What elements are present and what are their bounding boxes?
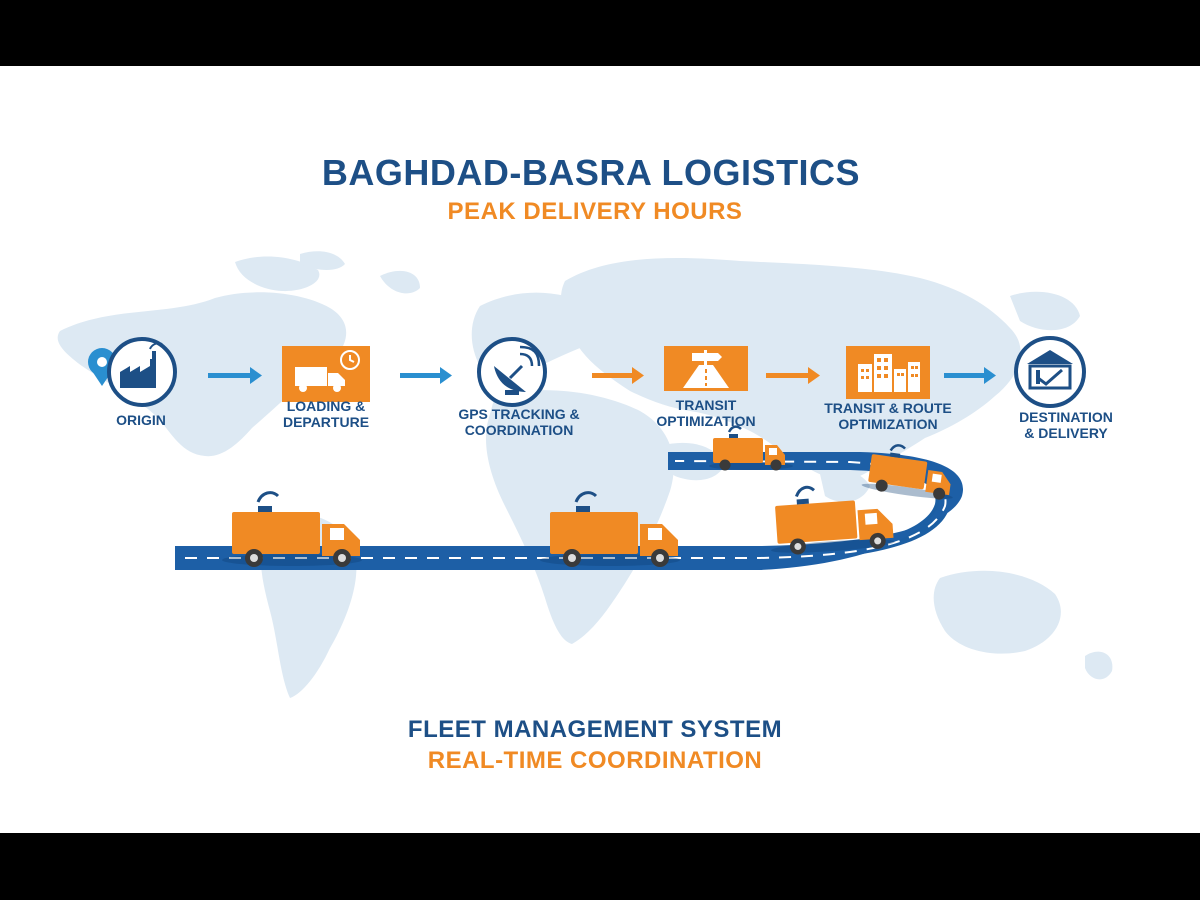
diagram-graphics	[57, 251, 1113, 698]
factory-pin-icon	[88, 337, 177, 407]
infographic-canvas: BAGHDAD-BASRA LOGISTICS PEAK DELIVERY HO…	[0, 66, 1200, 833]
step-label-loading: LOADING &DEPARTURE	[282, 398, 370, 430]
truck-clock-icon	[282, 346, 370, 402]
step-label-origin: ORIGIN	[116, 412, 166, 428]
step-arrows	[208, 367, 996, 384]
arrow-4	[766, 367, 820, 384]
page-title: BAGHDAD-BASRA LOGISTICS	[321, 152, 861, 193]
truck-4	[861, 444, 953, 500]
footer-subtitle: REAL-TIME COORDINATION	[427, 747, 763, 774]
truck-2	[540, 491, 680, 567]
satellite-dish-icon	[477, 337, 547, 407]
page-subtitle: PEAK DELIVERY HOURS	[447, 198, 743, 225]
step-label-gps: GPS TRACKING &COORDINATION	[458, 406, 580, 438]
arrow-5	[944, 367, 996, 384]
arrow-1	[208, 367, 262, 384]
arrow-2	[400, 367, 452, 384]
arrow-3	[592, 367, 644, 384]
warehouse-icon	[1014, 336, 1086, 408]
city-buildings-icon	[846, 346, 930, 399]
truck-1	[222, 491, 362, 567]
step-label-destination: DESTINATION& DELIVERY	[1019, 409, 1113, 441]
road-signpost-icon	[664, 346, 748, 391]
truck-5	[709, 425, 793, 471]
footer-title: FLEET MANAGEMENT SYSTEM	[407, 716, 783, 743]
truck-3	[771, 485, 895, 555]
